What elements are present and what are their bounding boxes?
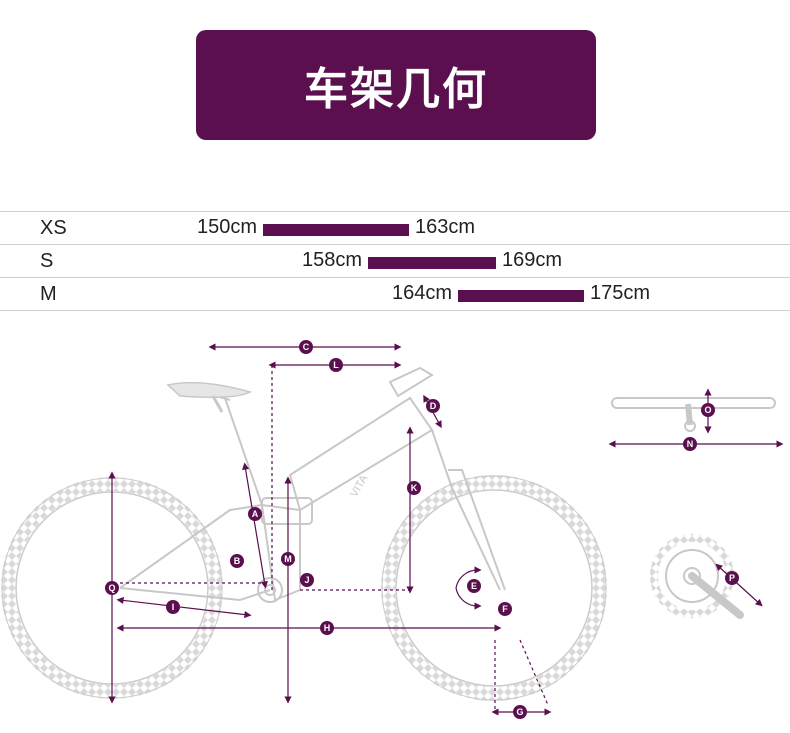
size-chart: XS 150cm 163cm S 158cm 169cm M 164cm 175…	[0, 211, 790, 311]
frame-brand-mark: VITA	[348, 472, 371, 499]
geometry-diagram: VITA C L D O	[1, 340, 784, 719]
height-min: 158cm	[301, 249, 362, 271]
label-o-handlebar: O	[701, 403, 715, 417]
height-range-bar	[368, 257, 496, 269]
height-min: 150cm	[196, 216, 257, 238]
title-banner: 车架几何	[196, 30, 596, 140]
svg-text:L: L	[333, 360, 339, 370]
size-label: S	[40, 250, 54, 272]
label-j: J	[300, 573, 314, 587]
size-row-xs: XS 150cm 163cm	[0, 211, 790, 244]
svg-text:A: A	[252, 509, 259, 519]
height-max: 175cm	[590, 282, 651, 304]
label-i: I	[166, 600, 180, 614]
saddle	[166, 381, 253, 413]
label-g: G	[513, 705, 527, 719]
size-label: M	[40, 283, 57, 305]
label-b: B	[230, 554, 244, 568]
front-wheel	[381, 475, 607, 701]
label-q: Q	[105, 581, 119, 595]
svg-text:J: J	[304, 575, 309, 585]
height-range-bar	[458, 290, 584, 302]
svg-text:O: O	[704, 405, 711, 415]
svg-text:E: E	[471, 581, 477, 591]
svg-text:B: B	[234, 556, 241, 566]
size-row-s: S 158cm 169cm	[0, 244, 790, 277]
svg-text:P: P	[729, 573, 735, 583]
svg-text:C: C	[303, 342, 310, 352]
page-title: 车架几何	[304, 64, 488, 115]
svg-text:D: D	[430, 401, 437, 411]
height-min: 164cm	[391, 282, 452, 304]
svg-text:I: I	[172, 602, 175, 612]
svg-text:N: N	[687, 439, 694, 449]
label-n: N	[683, 437, 697, 451]
label-c: C	[299, 340, 313, 354]
svg-text:F: F	[502, 604, 508, 614]
svg-text:Q: Q	[108, 583, 115, 593]
label-m: M	[281, 552, 295, 566]
handlebar-top-view	[611, 397, 776, 432]
label-a: A	[248, 507, 262, 521]
svg-text:H: H	[324, 623, 331, 633]
dimension-labels: C L D O N K A B M J Q E P F I H G	[105, 340, 739, 719]
label-k: K	[407, 481, 421, 495]
size-label: XS	[40, 217, 67, 239]
dimension-lines	[108, 343, 784, 716]
size-row-m: M 164cm 175cm	[0, 277, 790, 311]
label-d: D	[426, 399, 440, 413]
label-f: F	[498, 602, 512, 616]
label-p: P	[725, 571, 739, 585]
label-l: L	[329, 358, 343, 372]
label-h: H	[320, 621, 334, 635]
height-max: 163cm	[415, 216, 476, 238]
bike-frame	[119, 366, 506, 603]
svg-text:K: K	[411, 483, 418, 493]
height-max: 169cm	[502, 249, 563, 271]
height-range-bar	[263, 224, 409, 236]
svg-text:G: G	[516, 707, 523, 717]
label-e: E	[467, 579, 481, 593]
svg-text:M: M	[284, 554, 292, 564]
